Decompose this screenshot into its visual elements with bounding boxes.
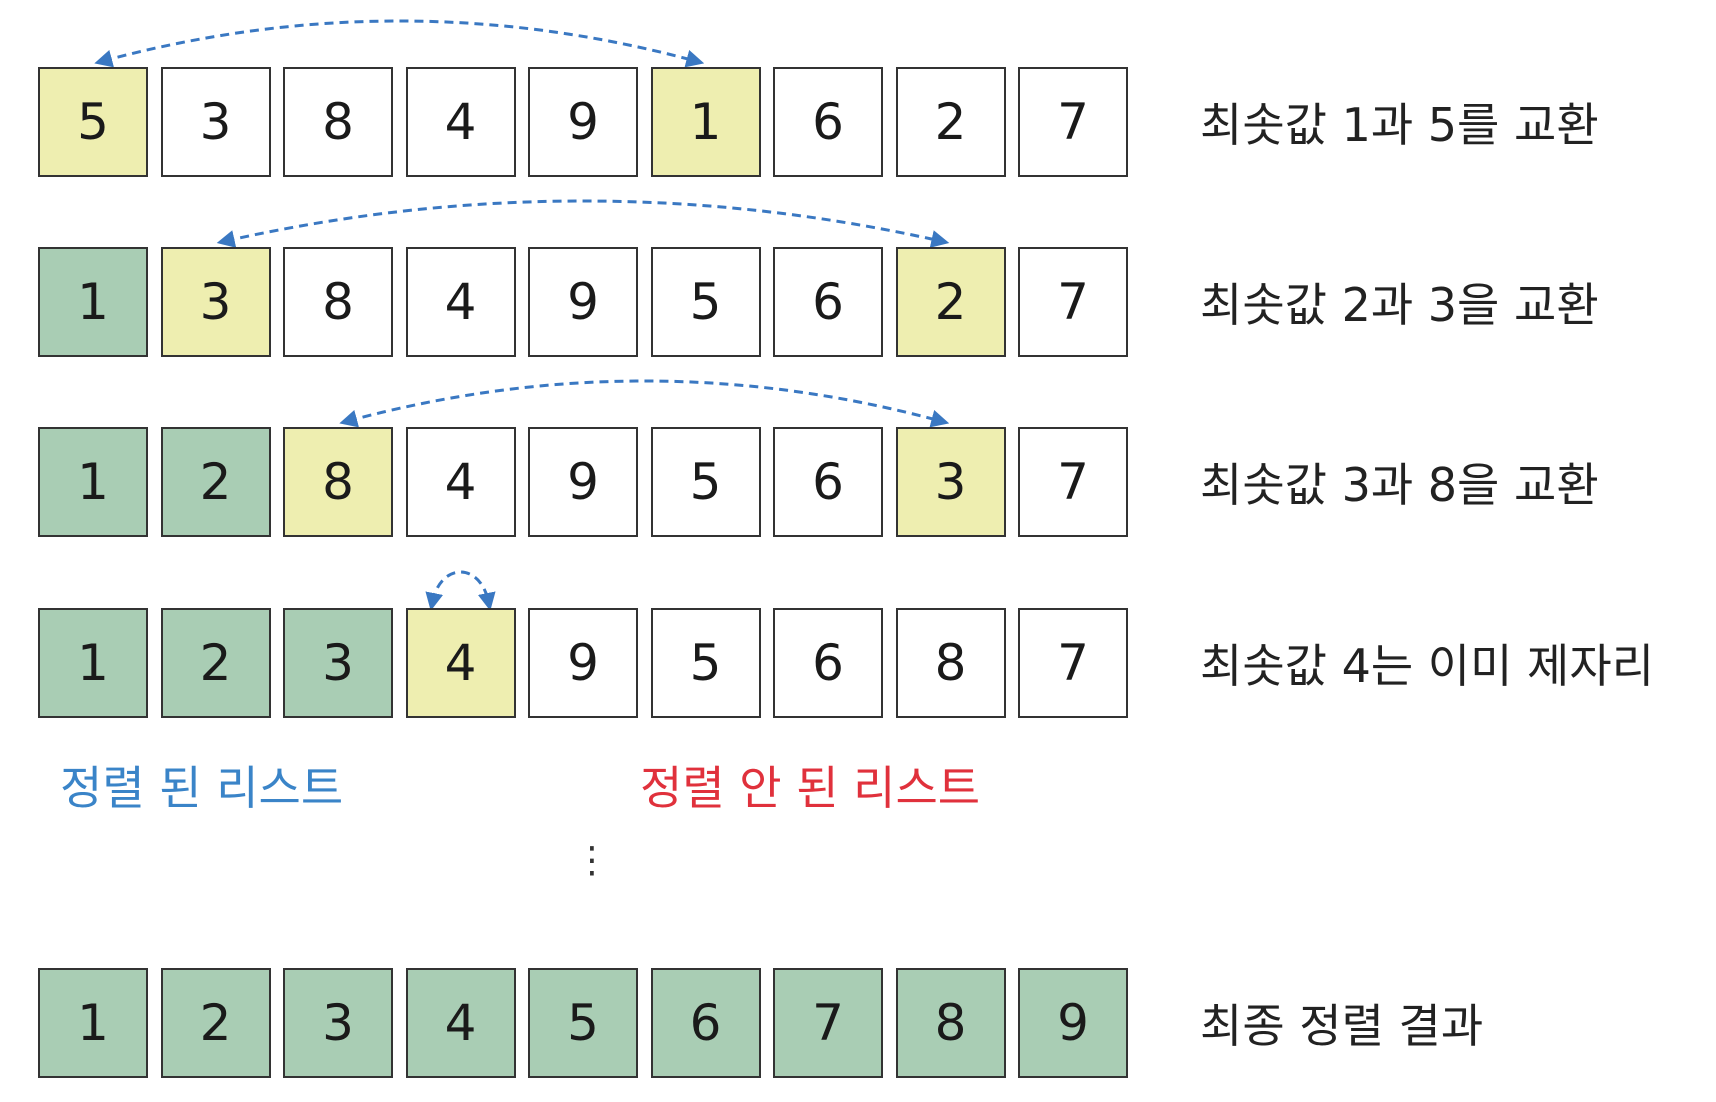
- array-cell: 4: [405, 247, 516, 357]
- array-cell: 5: [650, 608, 761, 718]
- array-cell: 2: [160, 427, 271, 537]
- array-cell: 4: [405, 427, 516, 537]
- array-cell: 5: [528, 968, 638, 1078]
- array-cell: 9: [528, 67, 638, 177]
- array-cell: 1: [38, 968, 148, 1078]
- array-cell: 6: [773, 427, 883, 537]
- array-cell: 3: [160, 67, 271, 177]
- array-cell: 8: [283, 247, 393, 357]
- swap-arrow: [425, 570, 496, 611]
- legend-unsorted-list: 정렬 안 된 리스트: [640, 761, 981, 815]
- array-cell: 6: [650, 968, 761, 1078]
- array-cell: 1: [38, 247, 148, 357]
- array-cell: 7: [1018, 608, 1128, 718]
- array-cell: 9: [528, 427, 638, 537]
- swap-arrow: [94, 19, 705, 68]
- array-cell: 8: [895, 968, 1006, 1078]
- array-cell: 4: [405, 608, 516, 718]
- step-description: 최솟값 1과 5를 교환: [1200, 98, 1599, 152]
- ellipsis-indicator: ⋮: [574, 840, 610, 881]
- array-cell: 4: [405, 67, 516, 177]
- step-description: 최종 정렬 결과: [1200, 999, 1484, 1053]
- array-cell: 5: [650, 247, 761, 357]
- array-cell: 1: [650, 67, 761, 177]
- array-cell: 3: [283, 968, 393, 1078]
- step-description: 최솟값 4는 이미 제자리: [1200, 639, 1655, 693]
- array-cell: 3: [160, 247, 271, 357]
- array-cell: 6: [773, 608, 883, 718]
- array-cell: 6: [773, 67, 883, 177]
- array-cell: 2: [160, 968, 271, 1078]
- array-cell: 9: [1018, 968, 1128, 1078]
- step-description: 최솟값 2과 3을 교환: [1200, 278, 1599, 332]
- array-cell: 2: [895, 67, 1006, 177]
- array-cell: 1: [38, 427, 148, 537]
- swap-arrow: [216, 199, 950, 248]
- array-cell: 9: [528, 247, 638, 357]
- step-description: 최솟값 3과 8을 교환: [1200, 458, 1599, 512]
- array-cell: 3: [895, 427, 1006, 537]
- array-cell: 5: [38, 67, 148, 177]
- array-cell: 1: [38, 608, 148, 718]
- legend-sorted-list: 정렬 된 리스트: [60, 761, 344, 815]
- array-cell: 7: [1018, 67, 1128, 177]
- swap-arrow: [339, 379, 950, 428]
- array-cell: 5: [650, 427, 761, 537]
- array-cell: 2: [895, 247, 1006, 357]
- array-cell: 8: [283, 427, 393, 537]
- array-cell: 7: [773, 968, 883, 1078]
- array-cell: 9: [528, 608, 638, 718]
- array-cell: 7: [1018, 427, 1128, 537]
- array-cell: 4: [405, 968, 516, 1078]
- array-cell: 3: [283, 608, 393, 718]
- array-cell: 8: [895, 608, 1006, 718]
- array-cell: 6: [773, 247, 883, 357]
- array-cell: 2: [160, 608, 271, 718]
- array-cell: 8: [283, 67, 393, 177]
- array-cell: 7: [1018, 247, 1128, 357]
